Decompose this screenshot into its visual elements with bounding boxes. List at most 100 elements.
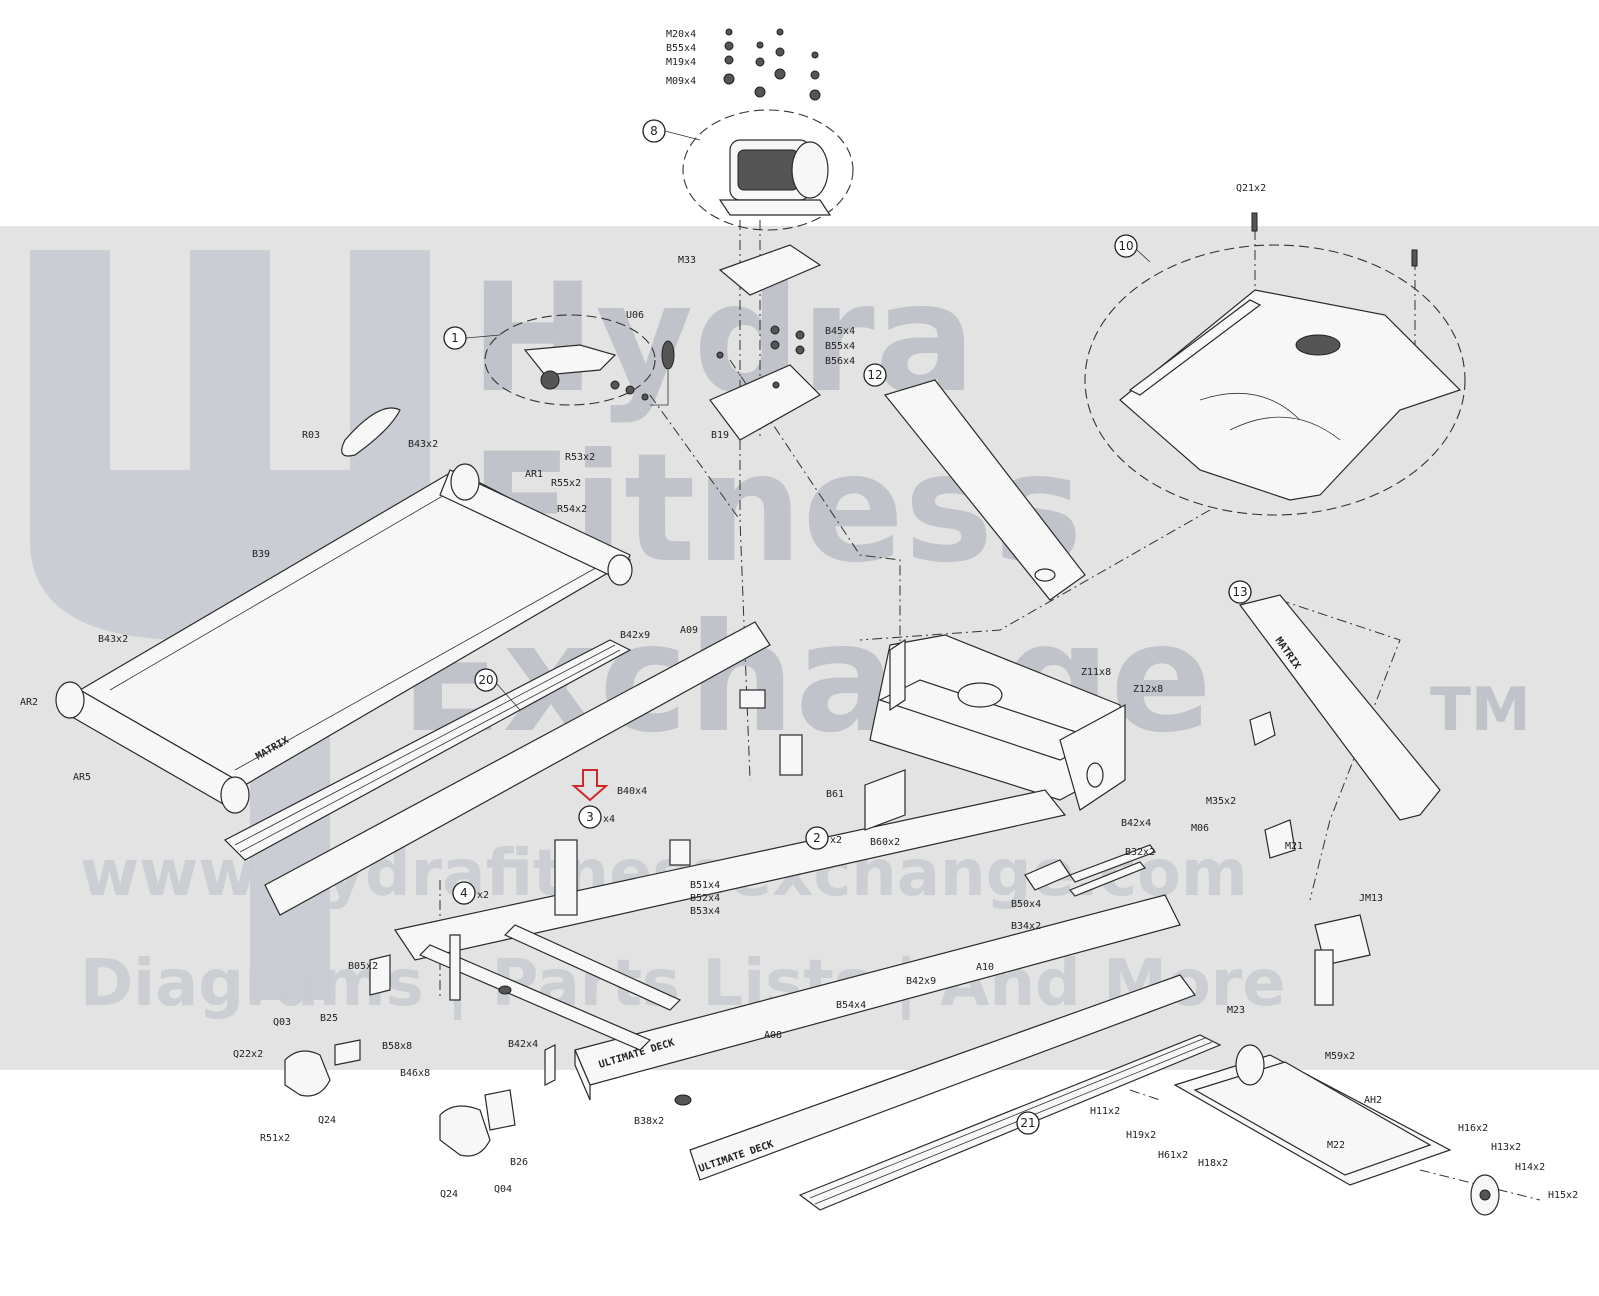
label-h19: H19x2 [1126,1130,1156,1141]
label-b54: B54x4 [836,1000,866,1011]
label-z12: Z12x8 [1133,684,1163,695]
highlight-arrow-icon [571,769,609,802]
label-b43-left: B43x2 [98,634,128,645]
label-ar5: AR5 [73,772,91,783]
label-m35: M35x2 [1206,796,1236,807]
bracket-bolts [716,325,805,389]
label-h61: H61x2 [1158,1150,1188,1161]
label-b42-lower: B42x9 [906,976,936,987]
label-b38: B38x2 [634,1116,664,1127]
callout-2: 2 [813,831,821,845]
leveling-foot-2 [498,985,512,995]
label-b40: B40x4 [617,786,647,797]
label-z11: Z11x8 [1081,667,1111,678]
front-hood-assembly [1084,212,1466,516]
label-b53: B53x4 [690,906,720,917]
label-b25: B25 [320,1013,338,1024]
motor-assembly [682,28,854,231]
label-m09: M09x4 [666,76,696,87]
label-b51: B51x4 [690,880,720,891]
label-b60: B60x2 [870,837,900,848]
label-jm13: JM13 [1359,893,1383,904]
label-m33: M33 [678,255,696,266]
motor-cover [883,379,1086,601]
label-m21: M21 [1285,841,1303,852]
label-b05: B05x2 [348,961,378,972]
label-b42-right: B42x4 [1121,818,1151,829]
label-b56: B56x4 [825,356,855,367]
label-m20: M20x4 [666,29,696,40]
drive-belt [341,407,401,457]
bracket-b26 [484,1089,516,1131]
watermark-trademark: TM [1430,675,1531,745]
motor-plate [718,244,822,296]
deck-and-rollers: MATRIX [55,407,633,814]
label-h11: H11x2 [1090,1106,1120,1117]
motor-bracket [709,364,821,441]
label-h15: H15x2 [1548,1190,1578,1201]
label-h14: H14x2 [1515,1162,1545,1173]
label-b61: B61 [826,789,844,800]
callout-4: 4 [460,886,468,900]
upright-cover [1238,594,1441,821]
label-b58: B58x8 [382,1041,412,1052]
label-a08: A08 [764,1030,782,1041]
frame-rail-a10 [689,974,1196,1181]
label-b42-top: B42x9 [620,630,650,641]
label-ah2: AH2 [1364,1095,1382,1106]
leveling-foot [674,1094,692,1106]
side-rail-left [223,639,632,861]
label-r03: R03 [302,430,320,441]
main-frame [869,634,1126,811]
label-b39: B39 [252,549,270,560]
label-b42-bottom: B42x4 [508,1039,538,1050]
label-q03: Q03 [273,1017,291,1028]
rear-endcap-q03 [284,1050,331,1097]
label-b43-top: B43x2 [408,439,438,450]
callout-13: 13 [1232,585,1247,599]
tensioner-assembly [484,314,675,406]
callout-4-qty: x2 [477,890,489,901]
label-q04: Q04 [494,1184,512,1195]
label-b52: B52x4 [690,893,720,904]
label-q24-left: Q24 [318,1115,336,1126]
rear-endcap-q04 [439,1105,491,1157]
frame-rail-a09 [264,621,771,916]
label-a10: A10 [976,962,994,973]
label-ar1: AR1 [525,469,543,480]
part-labels: M20x4 B55x4 M19x4 M09x4 M33 U06 B45x4 B5… [20,29,1578,1201]
label-m59: M59x2 [1325,1051,1355,1062]
bracket-b25 [334,1039,361,1066]
label-q21: Q21x2 [1236,183,1266,194]
label-m22: M22 [1327,1140,1345,1151]
label-b34: B34x2 [1011,921,1041,932]
label-b45: B45x4 [825,326,855,337]
label-m23: M23 [1227,1005,1245,1016]
motor-cover-hole [1034,568,1056,582]
lift-assembly [1173,711,1500,1216]
callout-3-qty: x4 [603,814,615,825]
label-u06: U06 [626,310,644,321]
label-ar2: AR2 [20,697,38,708]
small-brackets [369,689,1156,1086]
callout-20: 20 [478,673,493,687]
label-h13: H13x2 [1491,1142,1521,1153]
callout-2-qty: x2 [830,835,842,846]
label-q24-bottom: Q24 [440,1189,458,1200]
callout-12: 12 [867,368,882,382]
callout-1: 1 [451,331,459,345]
callout-10: 10 [1118,239,1133,253]
label-q22: Q22x2 [233,1049,263,1060]
callout-21: 21 [1020,1116,1035,1130]
callout-3: 3 [586,810,594,824]
motor-bolts [723,28,821,101]
callouts: 1 8 10 12 13 20 2 x2 3 x4 4 x2 21 [443,119,1252,1135]
label-h18: H18x2 [1198,1158,1228,1169]
label-b46: B46x8 [400,1068,430,1079]
label-b55-mid: B55x4 [825,341,855,352]
label-b32: B32x2 [1125,847,1155,858]
callout-8: 8 [650,124,658,138]
label-b50: B50x4 [1011,899,1041,910]
label-r51: R51x2 [260,1133,290,1144]
lift-wheel-left [1235,1044,1265,1086]
